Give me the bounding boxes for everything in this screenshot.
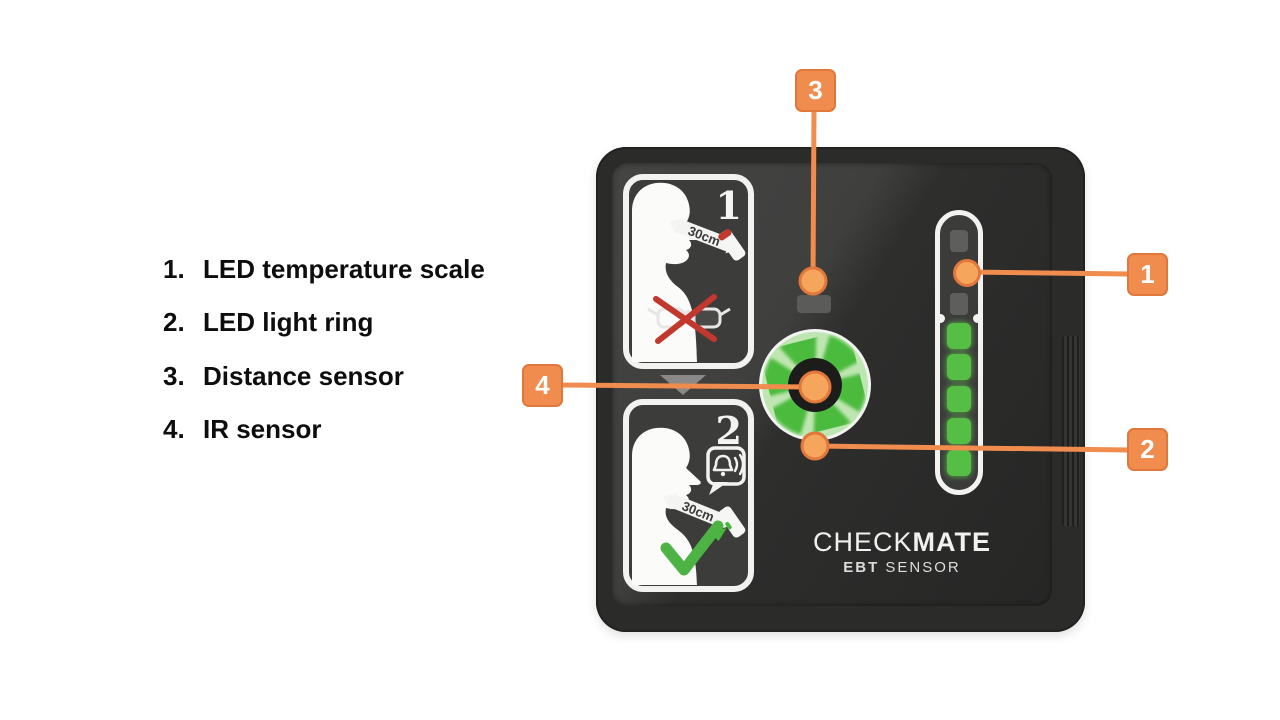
callout-number: 3 (808, 75, 823, 105)
pictogram-number: 1 (716, 183, 742, 228)
led-lit (947, 386, 971, 412)
brand-name-part2: MATE (912, 527, 991, 557)
ir-sensor-lens (803, 373, 827, 397)
legend-item-label: LED temperature scale (203, 254, 485, 284)
legend-item-ir-sensor: 4. IR sensor (163, 413, 485, 444)
scale-notch-left (936, 314, 945, 323)
callout-box-3: 3 (795, 69, 836, 112)
instruction-pictogram-1: 1 30cm (623, 174, 754, 369)
instruction-pictogram-2: 2 30cm (623, 399, 754, 592)
callout-number: 2 (1140, 434, 1155, 464)
legend-item-number: 4. (163, 413, 185, 444)
led-light-ring (759, 329, 871, 441)
legend-item-led-light-ring: 2. LED light ring (163, 307, 485, 338)
callout-box-2: 2 (1127, 428, 1168, 471)
brand-subtitle: EBT SENSOR (802, 559, 1002, 576)
legend-item-label: LED light ring (203, 307, 374, 338)
led-lit (947, 450, 971, 476)
legend-item-number: 3. (163, 360, 185, 391)
led-lit (947, 418, 971, 444)
led-temperature-scale (935, 210, 983, 495)
brand-subtitle-part1: EBT (843, 559, 880, 577)
callout-number: 1 (1140, 259, 1155, 289)
brand-name: CHECKMATE (802, 528, 1002, 556)
legend-item-distance-sensor: 3. Distance sensor (163, 360, 485, 391)
callout-number: 4 (535, 370, 550, 400)
legend-item-number: 2. (163, 307, 185, 338)
handheld-sensor-icon (718, 229, 746, 261)
legend-item-led-temperature-scale: 1. LED temperature scale (163, 254, 485, 284)
callout-box-4: 4 (522, 364, 563, 407)
legend-list: 1. LED temperature scale 2. LED light ri… (163, 254, 485, 444)
pictogram-number: 2 (716, 408, 742, 453)
legend-item-number: 1. (163, 254, 185, 284)
red-cross-icon (653, 294, 717, 344)
led-unlit (950, 293, 968, 315)
checkmark-icon (660, 520, 724, 576)
side-grip-ridges (1062, 336, 1080, 526)
led-lit (947, 323, 971, 349)
callout-box-1: 1 (1127, 253, 1168, 296)
legend-item-label: Distance sensor (203, 360, 404, 391)
brand-block: CHECKMATE EBT SENSOR (802, 528, 1002, 577)
person-profile-icon (632, 427, 701, 585)
ring-led-segments (763, 333, 867, 437)
legend-item-label: IR sensor (203, 413, 322, 444)
led-unlit (950, 230, 968, 252)
led-lit (947, 354, 971, 380)
distance-sensor-window (797, 295, 831, 313)
scale-notch-right (973, 314, 982, 323)
down-triangle-icon (660, 375, 706, 395)
alarm-bell-icon (706, 446, 746, 495)
brand-name-part1: CHECK (812, 527, 913, 557)
brand-subtitle-part2: SENSOR (885, 559, 961, 577)
